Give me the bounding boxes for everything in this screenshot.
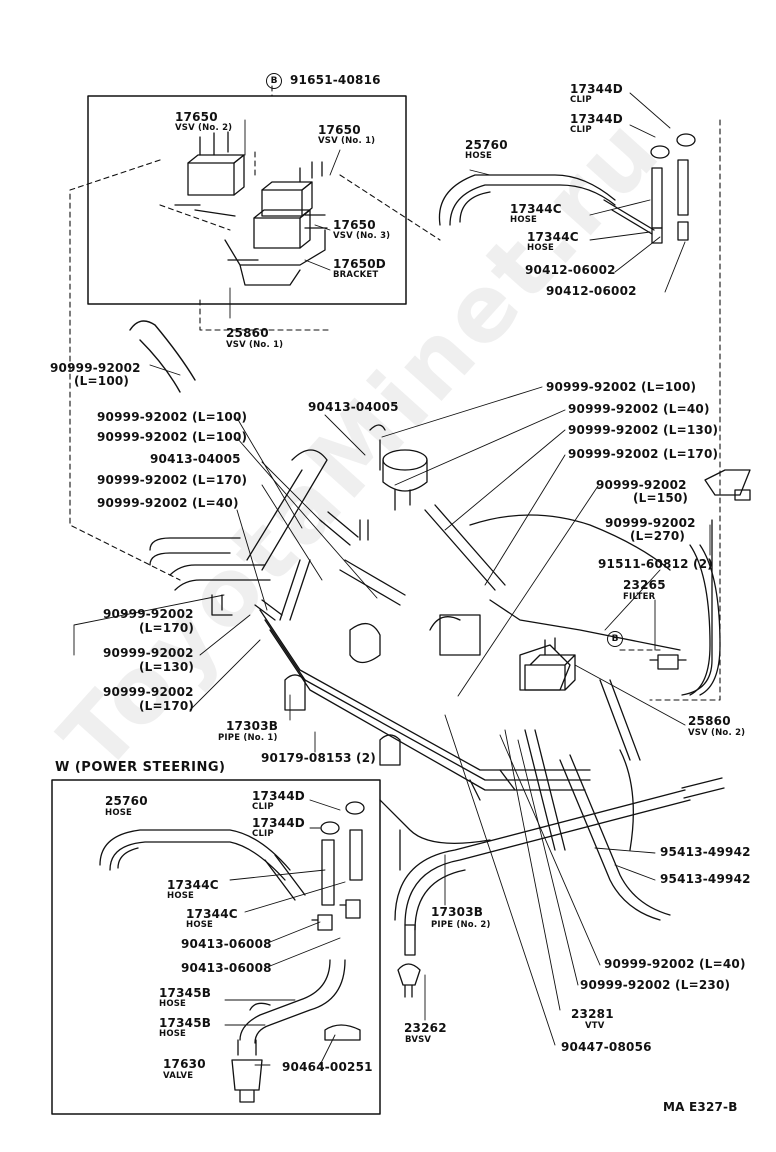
callout-90999-l100-l1: 90999-92002 (L=100): [97, 410, 248, 424]
vsv-no1-shape: [261, 161, 323, 217]
vsv-no2-shape: [174, 131, 245, 217]
b-marker-top: B: [266, 73, 282, 89]
vsv-group-box: [87, 95, 407, 305]
section-w-title: W (POWER STEERING): [55, 760, 226, 775]
diagram-code: MA E327-B: [663, 1100, 738, 1114]
callout-90999-l130-r: 90999-92002 (L=130): [568, 423, 719, 437]
b-marker-right: B: [607, 631, 623, 647]
callout-90999-l40-r: 90999-92002 (L=40): [568, 402, 710, 416]
pipe-no2-shape: [394, 789, 691, 931]
callout-90999-l170-r: 90999-92002 (L=170): [568, 447, 719, 461]
callout-95413-a: 95413-49942: [660, 845, 751, 859]
clip-shape: [650, 145, 670, 159]
bracket-shape: [224, 229, 326, 286]
callout-90999-l40-b: 90999-92002 (L=40): [604, 957, 746, 971]
callout-91511: 91511-60812 (2): [598, 557, 713, 571]
power-steering-box: [51, 779, 381, 1115]
canister-shape: [369, 424, 428, 511]
callout-95413-b: 95413-49942: [660, 872, 751, 886]
callout-90999-l230: 90999-92002 (L=230): [580, 978, 731, 992]
callout-w-90464: 90464-00251: [282, 1060, 373, 1074]
bvsv-shape: [397, 963, 421, 998]
valve-17630-shape: [231, 1039, 263, 1103]
callout-90412-a: 90412-06002: [525, 263, 616, 277]
callout-90412-b: 90412-06002: [546, 284, 637, 298]
callout-90447: 90447-08056: [561, 1040, 652, 1054]
callout-w-90413-b: 90413-06008: [181, 961, 272, 975]
callout-90999-l100-l2: 90999-92002 (L=100): [97, 430, 248, 444]
hose-25860-shape: [129, 320, 196, 393]
callout-90999-l170-l: 90999-92002 (L=170): [97, 473, 248, 487]
callout-w-90413-a: 90413-06008: [181, 937, 272, 951]
callout-90413-04005-b: 90413-04005: [150, 452, 241, 466]
vsv-no3-shape: [253, 209, 328, 249]
callout-90999-l100-r1: 90999-92002 (L=100): [546, 380, 697, 394]
callout-90413-04005-a: 90413-04005: [308, 400, 399, 414]
callout-90179: 90179-08153 (2): [261, 751, 376, 765]
hose-25760-shape: [438, 174, 616, 226]
callout-90999-l40-l: 90999-92002 (L=40): [97, 496, 239, 510]
